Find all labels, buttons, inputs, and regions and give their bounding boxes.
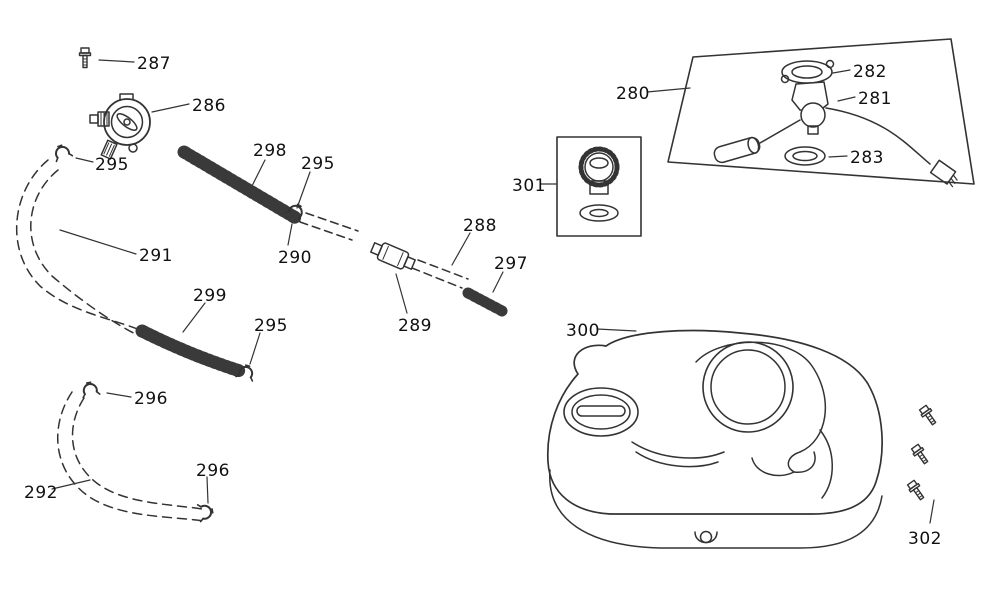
spring-297-drawing (462, 287, 510, 318)
part-label-296-1: 296 (134, 389, 168, 409)
part-label-296-2: 296 (196, 461, 230, 481)
part-label-286: 286 (192, 96, 226, 116)
fuel-hose-291-drawing (15, 159, 149, 341)
clamp-296-1-drawing (79, 379, 101, 399)
part-label-280: 280 (616, 84, 650, 104)
fuel-valve-drawing (89, 93, 151, 160)
part-label-289: 289 (398, 316, 432, 336)
part-label-302: 302 (908, 529, 942, 549)
fuel-line-288-drawing (299, 212, 469, 289)
part-label-292: 292 (24, 483, 58, 503)
clamp-296-2-drawing (196, 501, 215, 523)
part-label-298: 298 (253, 141, 287, 161)
part-label-281: 281 (858, 89, 892, 109)
part-label-299: 299 (193, 286, 227, 306)
leader-lines (51, 59, 935, 524)
clamp-295-1-drawing (50, 141, 74, 163)
part-label-282: 282 (853, 62, 887, 82)
part-label-295-3: 295 (254, 316, 288, 336)
fuel-cap-box-drawing (556, 136, 642, 237)
part-label-300: 300 (566, 321, 600, 341)
spring-298-drawing (177, 145, 303, 225)
fuel-filter-drawing (370, 242, 416, 270)
spring-299-drawing (135, 324, 247, 378)
bolt-287-drawing (78, 47, 92, 69)
part-label-295-1: 295 (95, 155, 129, 175)
fuel-sender-box-drawing (667, 38, 975, 188)
fuel-tank-drawing (546, 329, 883, 549)
part-label-287: 287 (137, 54, 171, 74)
part-label-283: 283 (850, 148, 884, 168)
part-label-290: 290 (278, 248, 312, 268)
part-label-297: 297 (494, 254, 528, 274)
part-label-295-2: 295 (301, 154, 335, 174)
screws-302-drawing (905, 403, 940, 503)
part-label-291: 291 (139, 246, 173, 266)
part-label-301: 301 (512, 176, 546, 196)
part-label-288: 288 (463, 216, 497, 236)
fuel-hose-292-drawing (56, 391, 205, 522)
